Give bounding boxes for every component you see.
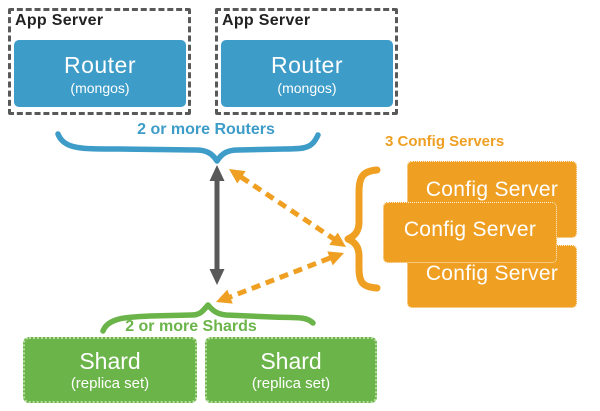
router-subtitle: (mongos) xyxy=(277,79,337,96)
routers-shards-double-arrow-icon xyxy=(209,165,225,285)
config-server-label: Config Server xyxy=(425,177,559,201)
router-title: Router xyxy=(270,51,344,78)
config-servers-brace-label: 3 Config Servers xyxy=(385,133,505,150)
routers-config-dashed-arrow-icon xyxy=(229,169,346,247)
shard-title: Shard xyxy=(79,348,141,374)
shard-box-1: Shard (replica set) xyxy=(23,337,197,403)
config-server-label: Config Server xyxy=(425,261,559,285)
router-box-1: Router (mongos) xyxy=(14,40,186,107)
shard-subtitle: (replica set) xyxy=(70,375,150,392)
config-brace-icon xyxy=(344,166,381,292)
router-box-2: Router (mongos) xyxy=(221,40,393,107)
shard-box-2: Shard (replica set) xyxy=(205,337,377,403)
shards-brace-label: 2 or more Shards xyxy=(125,318,257,335)
config-server-box-2: Config Server xyxy=(383,202,557,263)
shards-config-dashed-arrow-icon xyxy=(216,251,344,304)
router-subtitle: (mongos) xyxy=(70,79,130,96)
app-server-label: App Server xyxy=(222,12,311,29)
router-title: Router xyxy=(63,51,137,78)
routers-brace-label: 2 or more Routers xyxy=(137,121,275,138)
app-server-label: App Server xyxy=(15,12,104,29)
config-server-label: Config Server xyxy=(403,217,537,241)
shard-title: Shard xyxy=(260,348,322,374)
shard-subtitle: (replica set) xyxy=(251,375,331,392)
